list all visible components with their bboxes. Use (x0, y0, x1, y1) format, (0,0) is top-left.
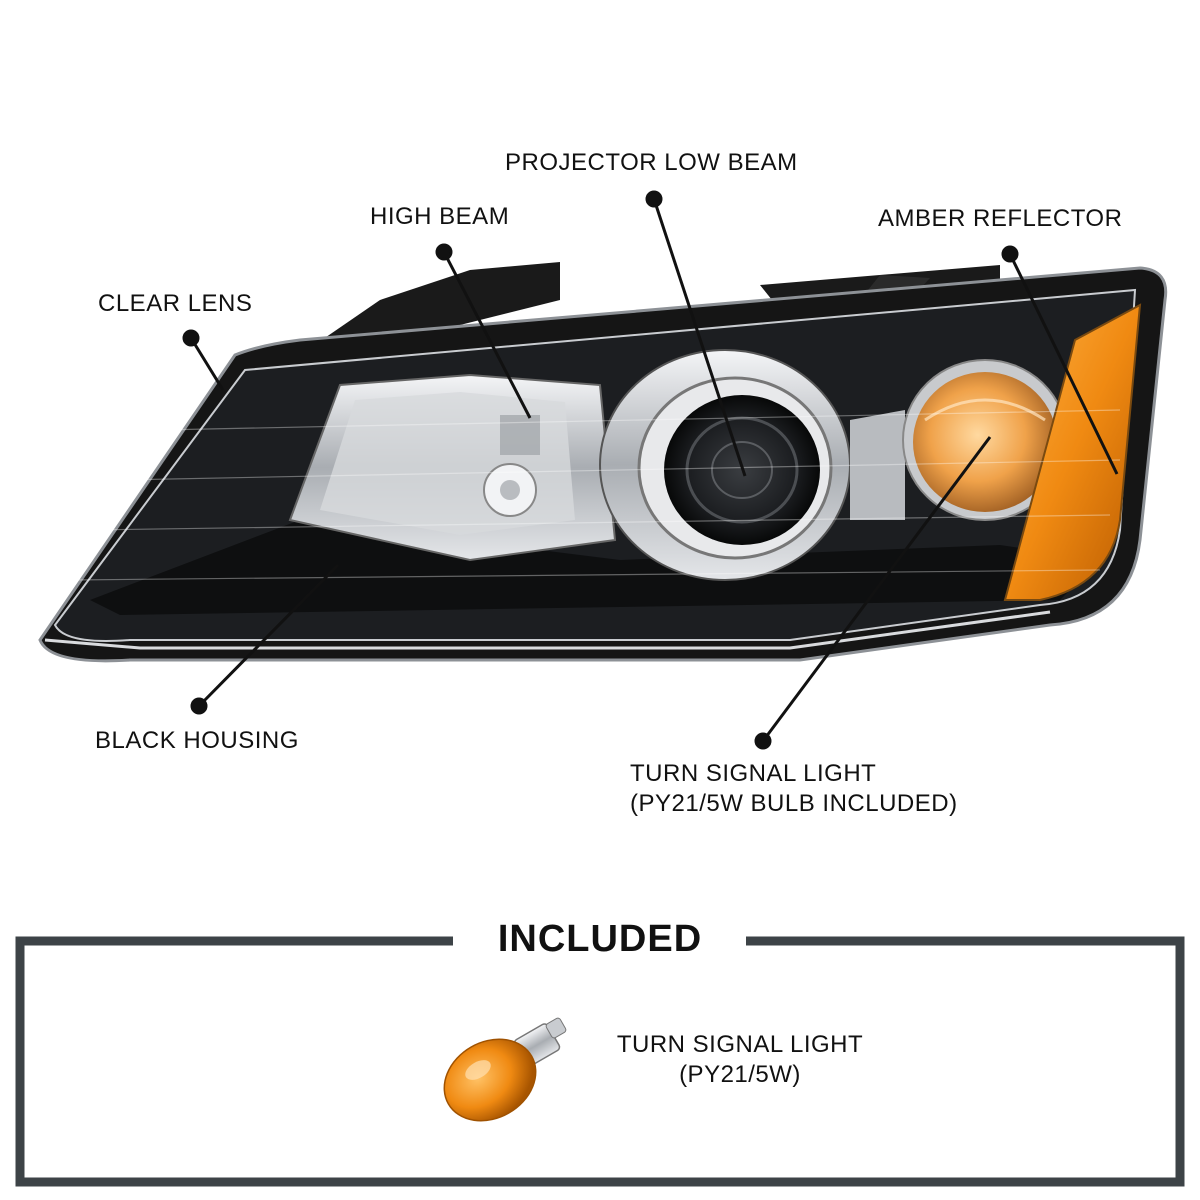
label-high-beam: HIGH BEAM (370, 203, 510, 230)
bulb-icon (443, 1017, 567, 1122)
included-title: INCLUDED (497, 918, 703, 960)
high-beam-reflector (288, 373, 617, 562)
included-frame (15, 936, 1185, 1187)
label-clear-lens: CLEAR LENS (98, 290, 253, 317)
label-black-housing: BLACK HOUSING (95, 727, 299, 754)
amber-reflector (1003, 303, 1142, 601)
label-turn-signal-light: TURN SIGNAL LIGHT (PY21/5W BULB INCLUDED… (630, 760, 958, 817)
label-projector-low-beam: PROJECTOR LOW BEAM (505, 149, 798, 176)
leader-lines (182, 190, 1119, 750)
lens-lines (69, 409, 1121, 581)
included-bulb-caption: TURN SIGNAL LIGHT (PY21/5W) (616, 1031, 864, 1088)
label-amber-reflector: AMBER REFLECTOR (878, 205, 1123, 232)
black-housing-panel (90, 520, 1100, 615)
bottom-trim (44, 610, 1051, 650)
